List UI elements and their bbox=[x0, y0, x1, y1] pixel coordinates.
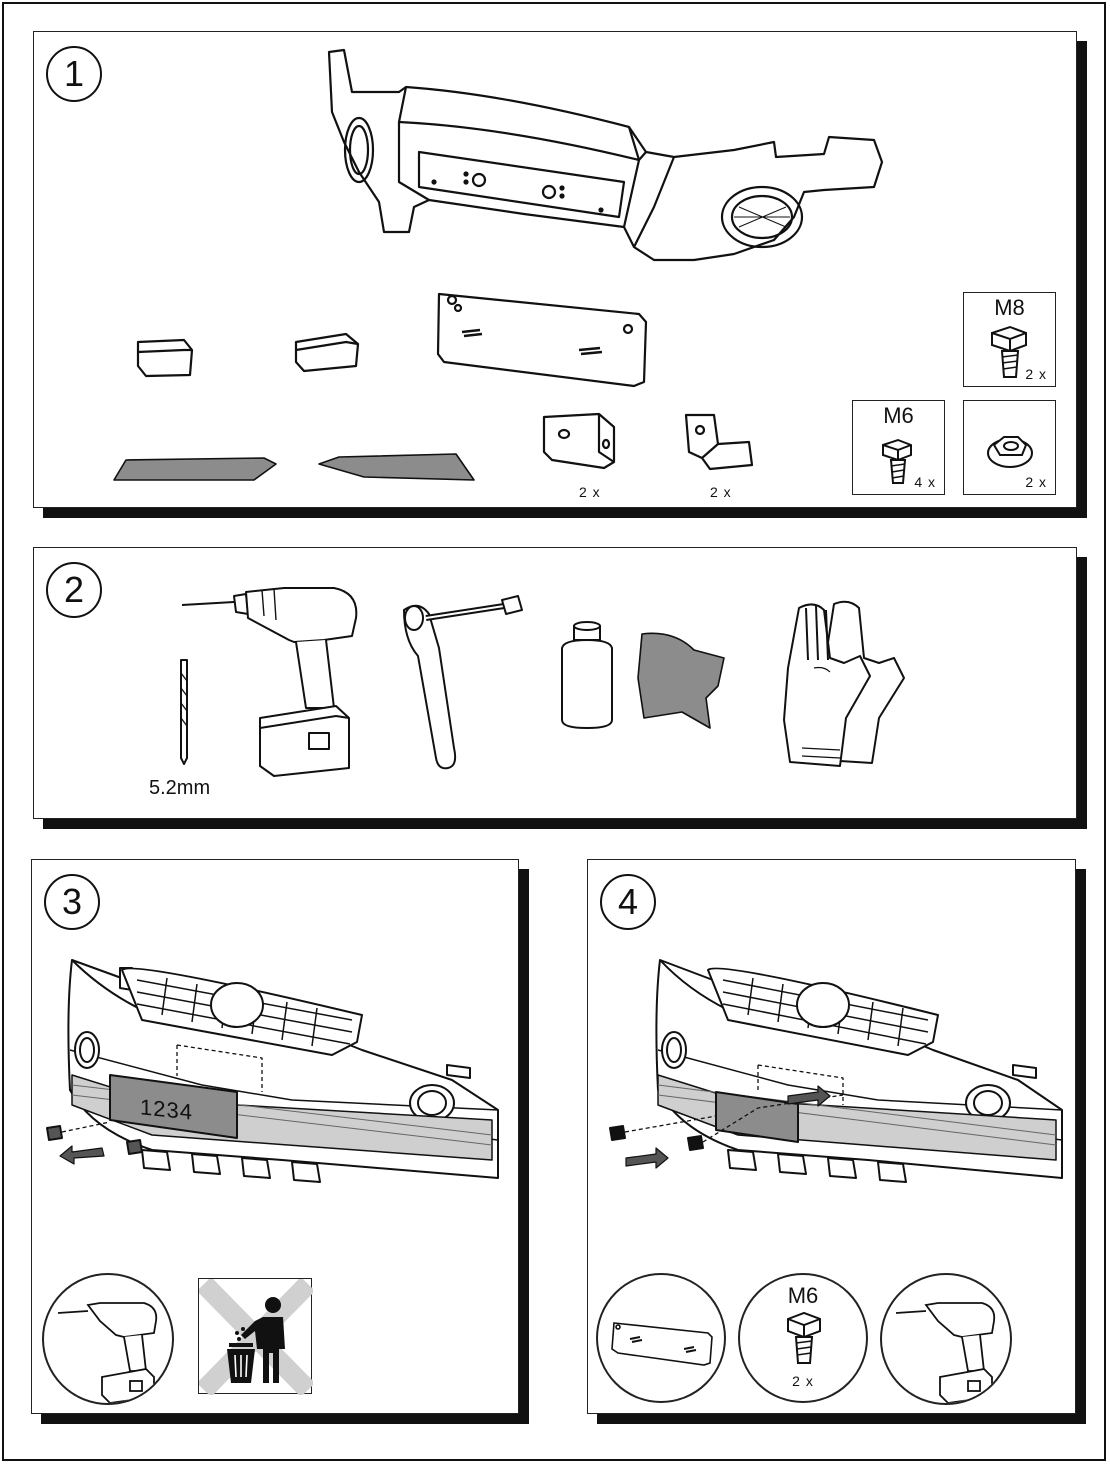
plate-bracket-small-icon bbox=[611, 1322, 713, 1366]
m6-quantity: 4 x bbox=[914, 474, 936, 490]
m8-quantity: 2 x bbox=[1025, 366, 1047, 382]
cleaner-bottle-icon bbox=[561, 621, 613, 729]
m6-bolt-hint-circle: M6 2 x bbox=[738, 1273, 868, 1403]
front-bumper-part bbox=[327, 48, 884, 262]
old-license-plate bbox=[109, 1074, 238, 1139]
mounting-bracket-b-part bbox=[684, 413, 754, 471]
insert-arrow-left bbox=[625, 1147, 669, 1169]
step-4-number: 4 bbox=[600, 874, 656, 930]
bracket-hint-circle bbox=[596, 1273, 726, 1403]
step-1-number: 1 bbox=[46, 46, 102, 102]
ratchet-wrench-icon bbox=[403, 595, 523, 770]
do-not-discard-box bbox=[196, 1276, 316, 1398]
cordless-drill-small-icon-2 bbox=[895, 1302, 996, 1403]
nut-box: 2 x bbox=[963, 400, 1056, 495]
license-plate-bracket-part bbox=[436, 292, 648, 388]
flange-nut-icon bbox=[987, 436, 1033, 468]
m6-bolt-box: M6 4 x bbox=[852, 400, 945, 495]
step-4-panel: 4 bbox=[587, 859, 1076, 1414]
m8-bolt-icon bbox=[991, 325, 1027, 378]
nut-quantity: 2 x bbox=[1025, 474, 1047, 490]
step-3-panel: 3 bbox=[31, 859, 519, 1414]
mounting-bracket-a-part bbox=[542, 412, 616, 470]
cleaning-cloth-icon bbox=[637, 632, 725, 729]
m6-bolt-quantity: 2 x bbox=[792, 1373, 814, 1389]
step-2-panel: 2 bbox=[33, 547, 1077, 819]
m8-label: M8 bbox=[994, 295, 1025, 320]
m6-bolt-label: M6 bbox=[787, 1283, 819, 1308]
end-cap-left-part bbox=[136, 338, 194, 378]
cordless-drill-icon bbox=[181, 587, 358, 777]
m6-label: M6 bbox=[883, 403, 914, 428]
trim-strip-left-part bbox=[113, 457, 277, 481]
bracket-a-quantity: 2 x bbox=[579, 484, 601, 500]
drill-bit-icon bbox=[180, 659, 188, 765]
step-1-panel: 1 bbox=[33, 31, 1077, 508]
end-cap-right-part bbox=[294, 332, 360, 373]
cordless-drill-small-icon bbox=[57, 1302, 158, 1403]
m6-bolt-icon bbox=[882, 438, 912, 484]
step-2-number: 2 bbox=[46, 562, 102, 618]
step-4-install-bracket-illustration bbox=[609, 959, 1063, 1183]
work-gloves-icon bbox=[783, 600, 905, 767]
trim-strip-right-part bbox=[318, 453, 475, 481]
drill-bit-size-label: 5.2mm bbox=[149, 777, 211, 799]
no-trash-icon bbox=[196, 1276, 316, 1398]
old-plate-number: 1234 bbox=[140, 1094, 193, 1125]
step-3-remove-plate-illustration bbox=[46, 959, 499, 1183]
m6-bolt-small-icon bbox=[787, 1311, 821, 1364]
drill-hint-circle bbox=[42, 1273, 174, 1405]
step-3-number: 3 bbox=[44, 874, 100, 930]
insert-arrow-right bbox=[787, 1085, 831, 1107]
m8-bolt-box: M8 2 x bbox=[963, 292, 1056, 387]
drill-hint-circle-2 bbox=[880, 1273, 1012, 1405]
bracket-b-quantity: 2 x bbox=[710, 484, 732, 500]
step-2-tools-illustration bbox=[180, 587, 905, 777]
step-1-parts-illustration bbox=[113, 48, 884, 481]
removal-arrow bbox=[59, 1145, 105, 1165]
